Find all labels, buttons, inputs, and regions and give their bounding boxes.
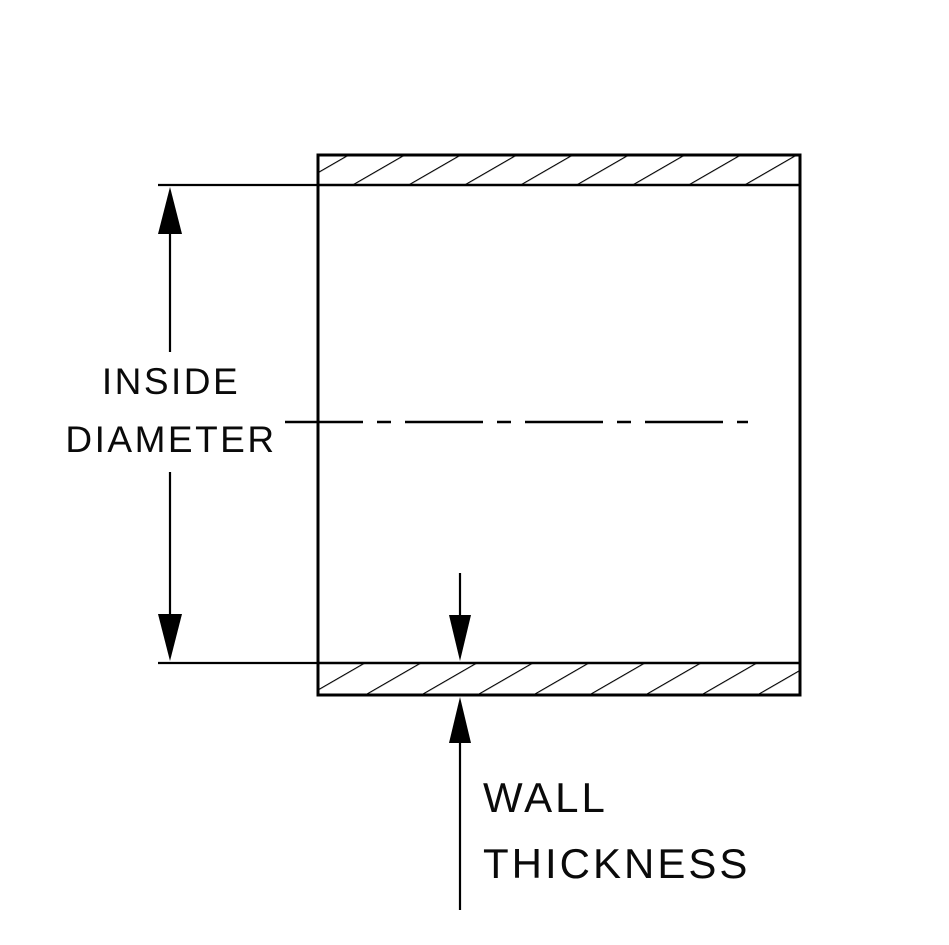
arrowhead-down-icon — [158, 614, 182, 661]
arrowhead-up-icon — [158, 187, 182, 234]
inside-diameter-label-line1: INSIDE — [102, 361, 240, 402]
wall-thickness-label-line1: WALL — [483, 774, 608, 821]
arrowhead-down-small-icon — [449, 615, 471, 661]
tube-cross-section-outline — [316, 153, 802, 697]
wall-thickness-label-line2: THICKNESS — [483, 840, 750, 887]
bottom-wall-hatch — [316, 661, 802, 697]
arrowhead-up-small-icon — [449, 697, 471, 743]
top-wall-hatch — [316, 153, 802, 187]
inside-diameter-label-line2: DIAMETER — [65, 419, 276, 460]
